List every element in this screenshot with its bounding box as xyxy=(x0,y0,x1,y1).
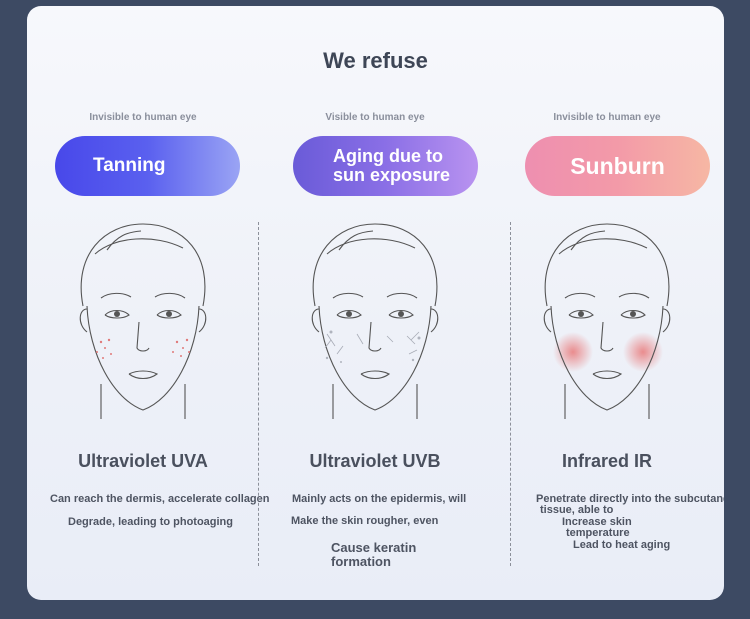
desc-line: temperature xyxy=(566,527,630,539)
tanning-pill: Tanning xyxy=(55,136,240,196)
desc-line: Make the skin rougher, even xyxy=(291,515,439,527)
pill-label: Tanning xyxy=(93,155,166,176)
desc-line: Mainly acts on the epidermis, will xyxy=(292,493,467,505)
face-uvb-illustration xyxy=(311,223,439,419)
desc-line: Degrade, leading to photoaging xyxy=(68,516,233,528)
desc-line: Increase skin xyxy=(562,516,632,528)
desc-line: Lead to heat aging xyxy=(573,539,671,551)
desc-line: Penetrate directly into the subcutaneous xyxy=(536,493,724,505)
sunburn-pill: Sunburn xyxy=(525,136,710,196)
pill-label: Sunburn xyxy=(570,152,665,179)
visibility-label: Invisible to human eye xyxy=(553,112,661,123)
page-title: We refuse xyxy=(323,48,428,73)
col-title-ir: Infrared IR xyxy=(561,451,653,471)
face-ir-illustration xyxy=(543,223,671,419)
column-divider xyxy=(510,222,511,566)
info-card: We refuse Invisible to human eye Tanning xyxy=(27,6,724,600)
desc-line: tissue, able to xyxy=(540,504,614,516)
aging-pill: Aging due to sun exposure xyxy=(293,136,478,196)
col-title-uva: Ultraviolet UVA xyxy=(78,451,208,471)
column-uvb: Visible to human eye Aging due to sun ex… xyxy=(259,6,491,600)
visibility-label: Visible to human eye xyxy=(325,112,425,123)
desc-line: Cause keratin formation xyxy=(331,540,417,569)
desc-line: Can reach the dermis, accelerate collage… xyxy=(50,493,270,505)
pill-label: Aging due to sun exposure xyxy=(333,146,451,185)
col-title-uvb: Ultraviolet UVB xyxy=(309,451,441,471)
face-uva-illustration xyxy=(79,223,207,419)
column-divider xyxy=(258,222,259,566)
visibility-label: Invisible to human eye xyxy=(89,112,197,123)
column-ir: Invisible to human eye Sunburn xyxy=(491,6,724,600)
column-uva: Invisible to human eye Tanning xyxy=(27,6,270,600)
